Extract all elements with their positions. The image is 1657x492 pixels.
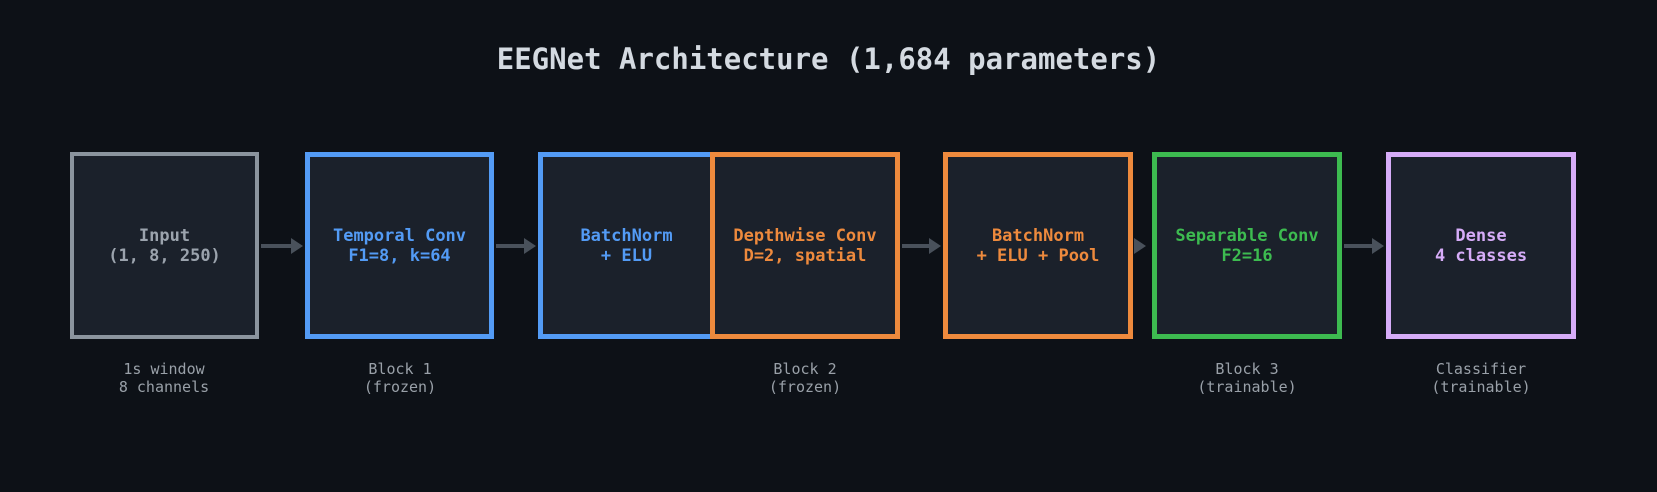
node-batchnorm-elu-pool-line1: BatchNorm xyxy=(991,225,1085,246)
caption-block-1-line2: (frozen) xyxy=(363,378,437,396)
node-separable-conv-line1: Separable Conv xyxy=(1175,225,1319,246)
arrow-head-icon xyxy=(1372,238,1384,254)
node-input-line2: (1, 8, 250) xyxy=(108,245,221,266)
caption-input: 1s window 8 channels xyxy=(54,360,274,396)
node-batchnorm-elu: BatchNorm + ELU xyxy=(538,152,710,339)
arrow-head-icon xyxy=(291,238,303,254)
caption-classifier-line1: Classifier xyxy=(1435,360,1527,378)
caption-block-3-line2: (trainable) xyxy=(1197,378,1297,396)
node-dense-line1: Dense xyxy=(1455,225,1507,246)
flow-arrow-separable-to-dense xyxy=(1344,238,1384,254)
flow-arrow-pool-to-separable xyxy=(1134,238,1149,254)
node-temporal-conv-line2: F1=8, k=64 xyxy=(348,245,451,266)
node-batchnorm-elu-line1: BatchNorm xyxy=(580,225,673,246)
node-input: Input (1, 8, 250) xyxy=(70,152,259,339)
node-batchnorm-elu-pool: BatchNorm + ELU + Pool xyxy=(943,152,1133,339)
node-temporal-conv: Temporal Conv F1=8, k=64 xyxy=(305,152,494,339)
caption-input-line1: 1s window xyxy=(123,360,205,378)
node-batchnorm-elu-line2: + ELU xyxy=(600,245,653,266)
arrow-shaft xyxy=(496,244,524,248)
caption-block-2-line1: Block 2 xyxy=(773,360,837,378)
node-depthwise-conv-line2: D=2, spatial xyxy=(743,245,867,266)
caption-block-3-line1: Block 3 xyxy=(1215,360,1279,378)
arrow-shaft xyxy=(902,244,929,248)
node-depthwise-conv-line1: Depthwise Conv xyxy=(733,225,877,246)
node-depthwise-conv: Depthwise Conv D=2, spatial xyxy=(710,152,900,339)
diagram-title: EEGNet Architecture (1,684 parameters) xyxy=(496,42,1161,76)
arrow-head-icon xyxy=(524,238,536,254)
node-temporal-conv-line1: Temporal Conv xyxy=(332,225,467,246)
node-dense: Dense 4 classes xyxy=(1386,152,1576,339)
node-separable-conv-line2: F2=16 xyxy=(1221,245,1273,266)
flow-arrow-depthwise-to-batchnorm xyxy=(902,238,941,254)
node-separable-conv: Separable Conv F2=16 xyxy=(1152,152,1342,339)
arrow-head-icon xyxy=(929,238,941,254)
caption-block-2: Block 2 (frozen) xyxy=(695,360,915,396)
node-input-line1: Input xyxy=(138,225,191,246)
caption-classifier-line2: (trainable) xyxy=(1431,378,1531,396)
caption-block-3: Block 3 (trainable) xyxy=(1137,360,1357,396)
arrow-shaft xyxy=(261,244,291,248)
caption-classifier: Classifier (trainable) xyxy=(1371,360,1591,396)
caption-block-1-line1: Block 1 xyxy=(368,360,432,378)
arrow-shaft xyxy=(1344,244,1372,248)
caption-input-line2: 8 channels xyxy=(118,378,210,396)
flow-arrow-temporal-to-batchnorm xyxy=(496,238,536,254)
flow-arrow-input-to-temporal xyxy=(261,238,303,254)
arrow-head-icon xyxy=(1134,238,1146,254)
caption-block-1: Block 1 (frozen) xyxy=(290,360,510,396)
node-batchnorm-elu-pool-line2: + ELU + Pool xyxy=(976,245,1100,266)
node-dense-line2: 4 classes xyxy=(1434,245,1528,266)
caption-block-2-line2: (frozen) xyxy=(768,378,842,396)
